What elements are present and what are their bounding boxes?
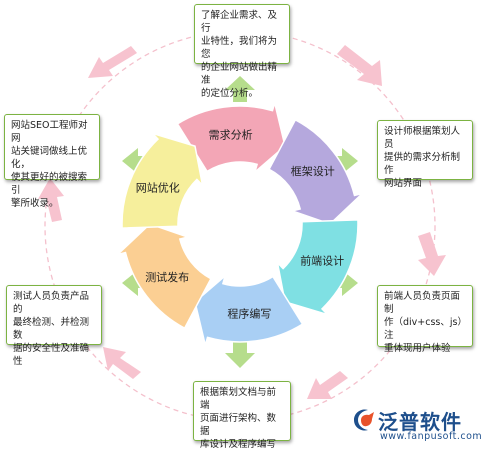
outer-arrows	[38, 45, 446, 399]
logo-name: 泛普软件	[378, 410, 462, 434]
process-segment-6	[121, 131, 204, 229]
outer-arrow-left	[38, 178, 64, 222]
process-segment-label-5: 测试发布	[145, 270, 189, 284]
connector-arrow-bottom-right	[330, 270, 358, 296]
logo-url: www.fanpusoft.com	[380, 431, 481, 442]
process-segment-1	[176, 99, 286, 175]
outer-arrow-top-left	[88, 46, 137, 78]
process-segment-label-3: 前端设计	[300, 254, 344, 268]
outer-arrow-bottom-left	[103, 347, 141, 379]
step-description-left: 网站SEO工程师对网 站关键词做线上优化， 使其更好的被搜索引 擎所收录。	[4, 114, 100, 209]
outer-arrow-bottom-right	[307, 371, 348, 399]
outer-arrow-top-right	[337, 45, 382, 86]
connector-arrow-right	[330, 148, 358, 174]
connector-arrow-left	[122, 148, 150, 174]
connector-arrow-top	[225, 76, 255, 102]
process-segment-label-2: 框架设计	[291, 165, 335, 178]
step-description-bottom-right: 前端人员负责页面制 作（div+css、js）注 重体现用户体验	[377, 285, 473, 354]
process-segment-3	[276, 219, 359, 317]
process-segment-2	[268, 118, 365, 225]
connector-arrows	[122, 76, 358, 368]
process-segment-label-6: 网站优化	[136, 180, 180, 194]
process-segment-label-1: 需求分析	[209, 128, 253, 142]
process-segment-4	[194, 273, 304, 349]
process-segment-5	[115, 223, 212, 330]
brand-logo: 泛普软件 www.fanpusoft.com	[350, 404, 481, 448]
connector-arrow-bottom	[225, 342, 255, 368]
process-segment-label-4: 程序编写	[227, 307, 271, 321]
step-description-top: 了解企业需求、及行 业特性，我们将为您 的企业网站做出精准 的定位分析。	[194, 4, 290, 99]
step-description-bottom: 根据策划文档与前端 页面进行架构、数据 库设计及程序编写	[193, 381, 291, 450]
step-description-right: 设计师根据策划人员 提供的需求分析制作 网站界面	[377, 120, 473, 189]
logo-mark-icon	[354, 409, 374, 431]
process-ring	[115, 99, 365, 349]
step-description-bottom-left: 测试人员负责产品的 最终检测、并检测数 据的安全性及准确性	[6, 285, 102, 367]
outer-arrow-right	[418, 232, 446, 276]
connector-arrow-bottom-left	[122, 270, 150, 296]
